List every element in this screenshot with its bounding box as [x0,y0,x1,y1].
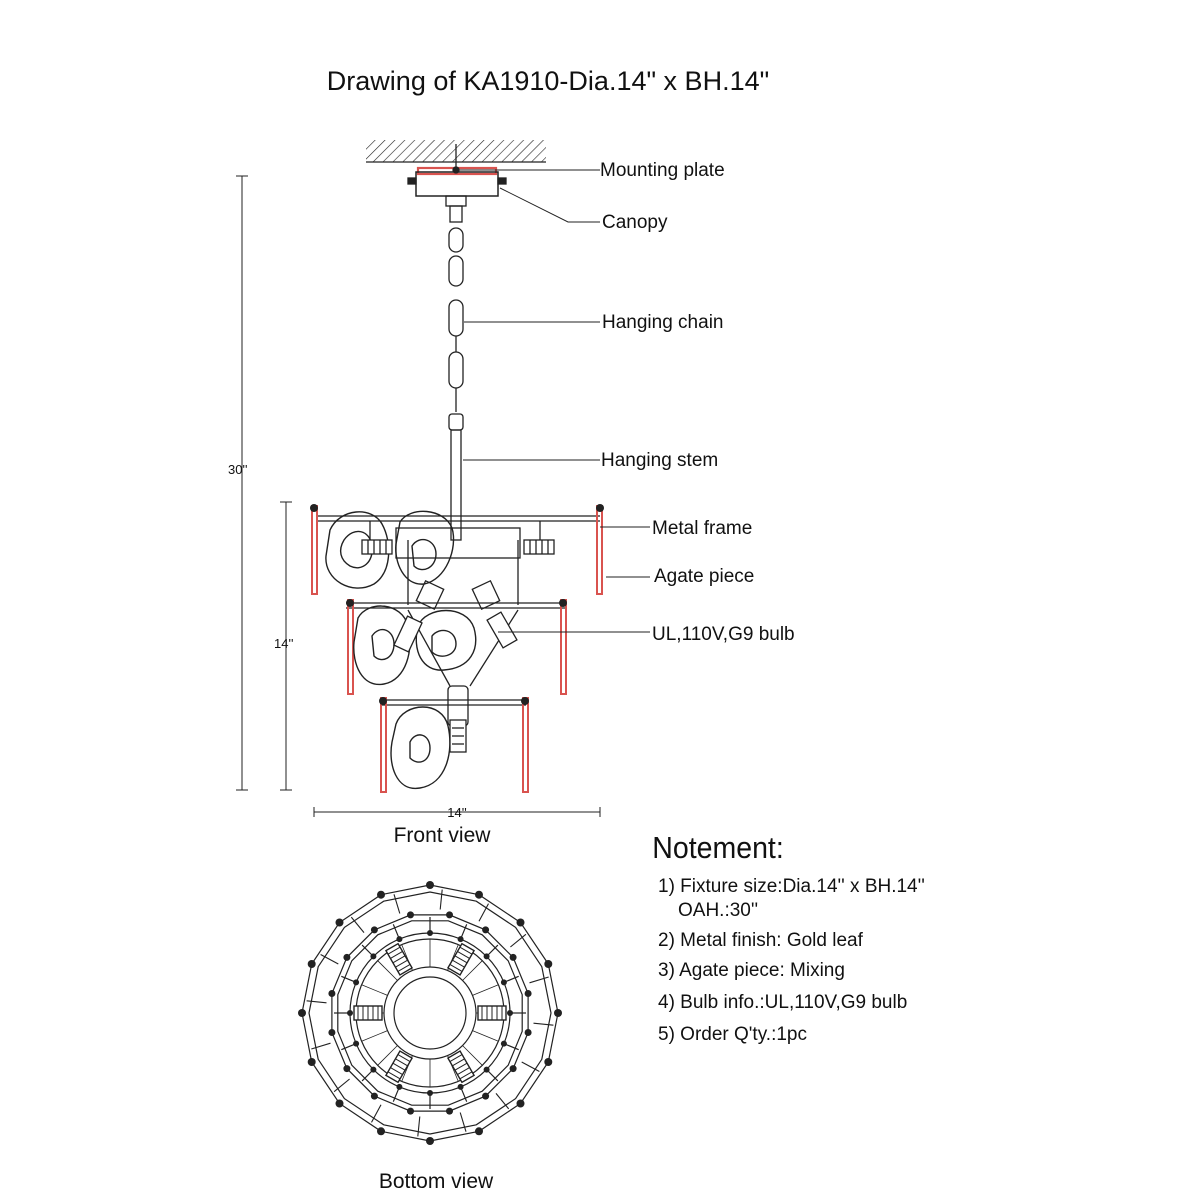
note-item-2: 2) Metal finish: Gold leaf [658,930,864,951]
agate-slices [325,510,477,789]
notes-heading: Notement: [652,831,783,865]
note-item-1: 1) Fixture size:Dia.14'' x BH.14'' [658,876,925,897]
label-bulb: UL,110V,G9 bulb [652,624,795,645]
note-item-1b: OAH.:30'' [678,900,758,921]
leader-lines [458,169,650,633]
dim-diameter: 14'' [447,805,466,820]
dimension-lines [236,175,601,817]
bottom-center-ring [383,966,477,1060]
label-hanging-stem: Hanging stem [601,450,718,471]
note-item-3: 3) Agate piece: Mixing [658,960,845,981]
label-agate-piece: Agate piece [654,566,754,587]
note-item-5: 5) Order Q'ty.:1pc [658,1024,807,1045]
metal-frame [316,515,600,727]
front-view-label: Front view [394,824,492,847]
drawing-title: Drawing of KA1910-Dia.14" x BH.14" [327,66,769,96]
label-metal-frame: Metal frame [652,518,752,539]
bottom-view-label: Bottom view [379,1170,494,1193]
bottom-view [298,881,562,1145]
note-item-4: 4) Bulb info.:UL,110V,G9 bulb [658,992,907,1013]
label-canopy: Canopy [602,212,668,233]
dim-overall-height: 30'' [228,462,247,477]
canopy [415,171,499,197]
hanging-stem [448,413,464,431]
front-view [310,140,604,793]
notes-section: Notement: 1) Fixture size:Dia.14'' x BH.… [652,831,925,1045]
hanging-chain [448,227,464,412]
label-mounting-plate: Mounting plate [600,160,725,181]
bulbs [361,539,555,753]
dim-body-height: 14'' [274,636,293,651]
label-hanging-chain: Hanging chain [602,312,723,333]
